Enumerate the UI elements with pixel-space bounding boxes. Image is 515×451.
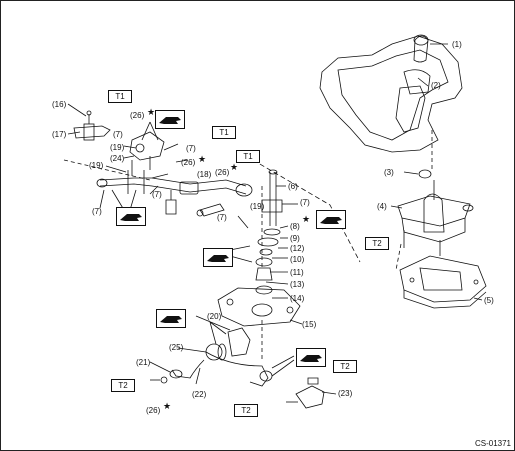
part-label-1: (1) [452,40,462,49]
torque-label-t2: T2 [111,379,135,392]
part-label-7d: (7) [152,190,162,199]
part-label-19a: (19) [110,143,125,152]
grease-application-icon [316,210,346,229]
star-marker: ★ [147,107,156,117]
leader-17 [67,131,81,135]
bracket-23 [286,377,325,409]
bolt-center [165,190,225,217]
part-label-11: (11) [290,268,304,277]
part-label-6: (6) [288,182,298,191]
part-label-14: (14) [290,294,305,303]
dash-left [63,159,151,181]
part-label-24: (24) [110,154,125,163]
part-label-10: (10) [290,255,305,264]
dash-bolt [395,243,402,271]
leader-5 [473,297,483,301]
part-label-13: (13) [290,280,305,289]
stack-leaders [99,143,303,385]
part-label-7f: (7) [217,213,227,222]
part-label-3: (3) [384,168,394,177]
torque-label-t2: T2 [365,237,389,250]
part-label-7a: (7) [113,130,123,139]
torque-label-t1: T1 [236,150,260,163]
part-label-19b: (19) [89,161,104,170]
grease-application-icon [203,248,233,267]
leader-4 [390,205,403,209]
part-label-8: (8) [290,222,300,231]
part-label-5: (5) [484,296,494,305]
torque-label-t2: T2 [333,360,357,373]
star-marker: ★ [302,214,311,224]
star-marker: ★ [230,162,239,172]
grease-application-icon [116,207,146,226]
part-label-26d: (26) [146,406,161,415]
shift-lever-housing [397,169,474,256]
torque-label-t1: T1 [108,90,132,103]
part-label-18: (18) [197,170,212,179]
leader-2 [417,77,429,87]
leader-3 [403,171,419,175]
dash-main [252,159,361,263]
torque-label-t1: T1 [212,126,236,139]
bracket-upper [129,131,165,176]
part-label-26c: (26) [215,168,230,177]
part-label-25: (25) [169,343,184,352]
part-label-19c: (19) [250,202,265,211]
base-plate [217,287,301,327]
part-label-2: (2) [431,81,441,90]
part-label-26b: (26) [181,158,196,167]
leader-23 [321,391,337,395]
part-label-21: (21) [136,358,151,367]
star-marker: ★ [198,154,207,164]
part-label-7b: (7) [186,144,196,153]
part-label-7e: (7) [300,198,310,207]
part-label-16: (16) [52,100,67,109]
lower-housing [399,255,487,309]
figure-code: CS-01371 [474,439,511,448]
part-label-22: (22) [192,390,207,399]
part-label-15: (15) [302,320,317,329]
console-boot [319,34,463,153]
lower-linkage [160,327,273,387]
grease-application-icon [156,309,186,328]
part-label-9: (9) [290,234,300,243]
part-label-26a: (26) [130,111,145,120]
pivot-bracket [73,110,111,141]
grease-arrows [111,121,295,377]
part-label-7c: (7) [92,207,102,216]
part-label-20: (20) [207,312,222,321]
leader-16 [67,103,87,117]
vertical-rod [255,169,283,295]
torque-label-t2: T2 [234,404,258,417]
part-label-12: (12) [290,244,305,253]
grease-application-icon [296,348,326,367]
star-marker: ★ [163,401,172,411]
part-label-4: (4) [377,202,387,211]
grease-application-icon [155,110,185,129]
part-label-23: (23) [338,389,353,398]
part-label-17: (17) [52,130,67,139]
link-rod [96,170,253,197]
